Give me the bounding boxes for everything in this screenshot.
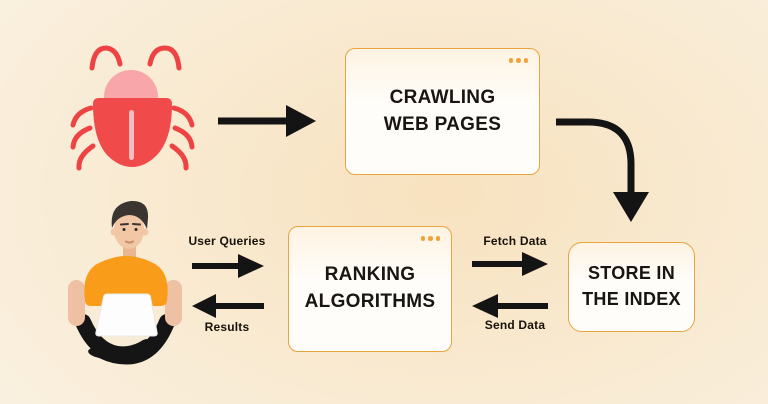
arrow-crawler-to-crawling (218, 105, 316, 137)
node-label: STORE IN THE INDEX (582, 263, 681, 309)
edge-label-fetch-data: Fetch Data (483, 234, 547, 248)
node-label: RANKING ALGORITHMS (304, 264, 436, 312)
node-crawling-web-pages: CRAWLING WEB PAGES (345, 48, 540, 175)
node-store-in-the-index: STORE IN THE INDEX (568, 242, 695, 332)
node-label: CRAWLING WEB PAGES (383, 86, 502, 135)
arrow-ranking-to-store (472, 252, 548, 276)
browser-window-dots-icon (508, 58, 528, 63)
edge-label-send-data: Send Data (484, 318, 546, 332)
crawler-bug-icon (70, 45, 195, 171)
arrow-user-to-ranking (192, 254, 264, 278)
edge-label-user-queries: User Queries (188, 234, 266, 248)
arrow-store-to-ranking (472, 294, 548, 318)
browser-window-dots-icon (420, 236, 440, 241)
person-sitting-with-laptop-icon (68, 200, 182, 365)
arrow-ranking-to-user (192, 294, 264, 318)
edge-label-results: Results (204, 320, 250, 334)
arrow-crawling-to-store (556, 118, 649, 222)
node-ranking-algorithms: RANKING ALGORITHMS (288, 226, 452, 352)
